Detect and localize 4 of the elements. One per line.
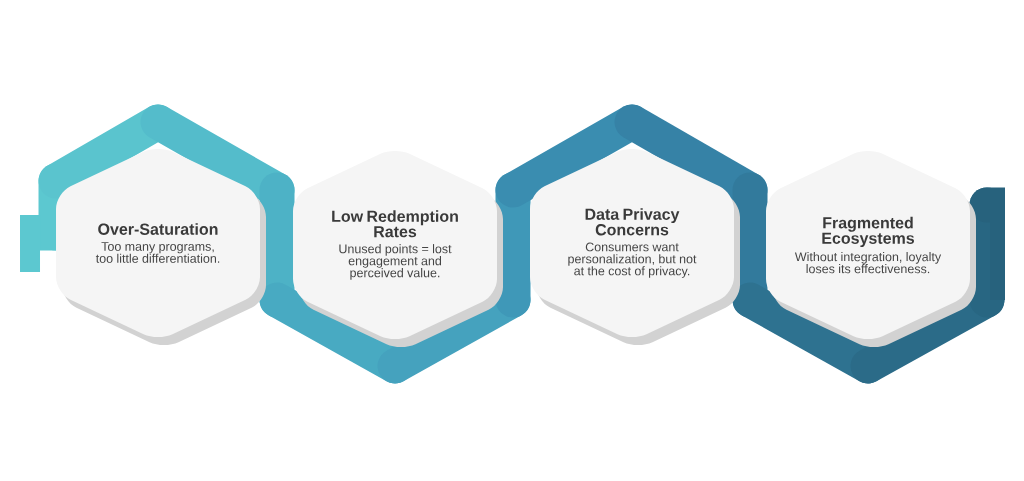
hexagon-card: Data Privacy Concerns Consumers want personalization, but not at the cost of privacy. (530, 149, 740, 345)
hexagon-card: Over-Saturation Too many programs, too little differentiation. (56, 149, 266, 345)
hexagon-card: Fragmented Ecosystems Without integration, loyalty loses its effectiveness. (766, 151, 976, 347)
hexagon-card: Low Redemption Rates Unused points = lost engagement and perceived value. (293, 151, 503, 347)
